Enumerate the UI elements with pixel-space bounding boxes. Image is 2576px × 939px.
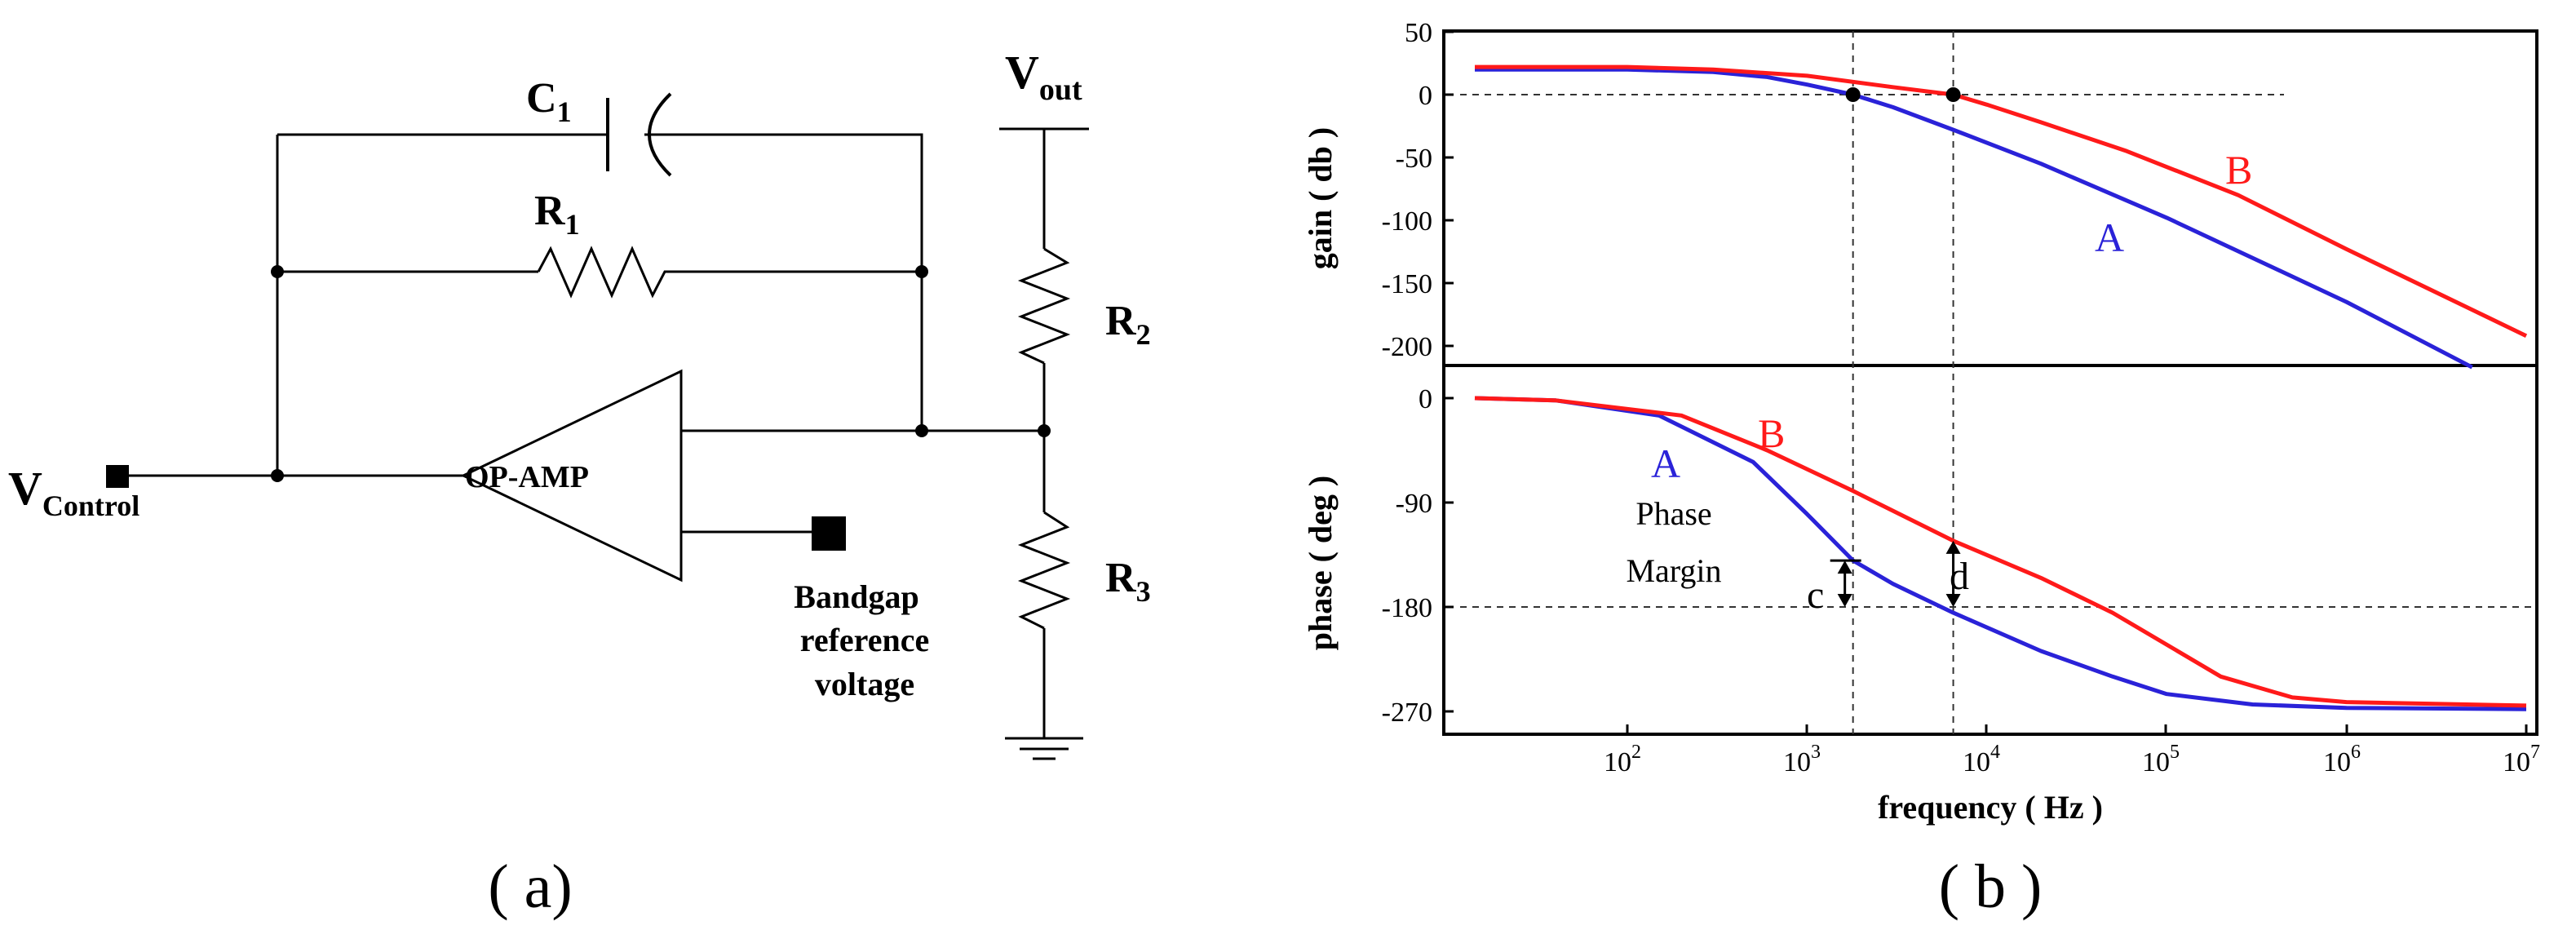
phase-series-a <box>1474 396 2527 711</box>
gain-axis-label: gain ( db ) <box>1302 127 1339 270</box>
svg-text:R3: R3 <box>1105 555 1151 608</box>
svg-text:Vout: Vout <box>1005 46 1082 107</box>
c1-feedback-wire <box>276 133 923 476</box>
c1-label: C <box>526 75 557 122</box>
opamp-triangle <box>460 369 683 582</box>
gain-tick-label: 50 <box>1405 18 1432 48</box>
x-tick-label: 103 <box>1783 742 1821 777</box>
node-dot <box>271 265 284 278</box>
svg-text:C1: C1 <box>526 75 572 128</box>
phase-tick-label: -180 <box>1382 593 1432 623</box>
gain-gridlines <box>1460 31 2284 734</box>
circuit-labels: C1 R1 R2 R3 Vout VControl OP-AMP Bandgap… <box>8 46 1151 921</box>
r1-label: R <box>534 188 566 234</box>
crossover-a-dot <box>1845 87 1861 102</box>
x-tick-label: 107 <box>2503 742 2540 777</box>
r3-label: R <box>1105 555 1137 601</box>
gain-series <box>1475 64 2528 370</box>
crossover-b-dot <box>1945 87 1961 102</box>
vout-terminal-line <box>999 127 1089 249</box>
vcontrol-terminal <box>106 465 129 488</box>
caption-b: ( b ) <box>1939 853 2043 921</box>
capacitor-c1-curved-plate <box>648 92 672 177</box>
phase-y-ticks: 0 -90 -180 -270 <box>1382 384 1454 728</box>
x-axis-ticks: 102 103 104 105 106 107 <box>1604 724 2540 777</box>
marker-d-arrow-head-up <box>1945 540 1961 554</box>
annotations <box>1830 87 1961 607</box>
x-tick-label: 102 <box>1604 742 1641 777</box>
gain-tick-label: -150 <box>1382 269 1432 299</box>
svg-text:R2: R2 <box>1105 298 1151 351</box>
resistor-r2 <box>1017 247 1071 365</box>
resistor-r3 <box>1017 511 1071 630</box>
vcontrol-label: V <box>8 462 42 515</box>
r2-label: R <box>1105 298 1137 344</box>
node-dot <box>915 265 928 278</box>
vout-subscript: out <box>1039 73 1082 107</box>
phase-margin-line1: Phase <box>1635 495 1711 532</box>
marker-d-arrow-head-down <box>1945 594 1961 607</box>
phase-margin-line2: Margin <box>1626 552 1721 589</box>
phase-label-b: B <box>1758 410 1785 456</box>
r1-subscript: 1 <box>565 208 580 241</box>
caption-a: ( a) <box>488 853 572 921</box>
circuit-nodes <box>106 265 1051 551</box>
gain-series-a <box>1475 67 2473 370</box>
gain-tick-label: -50 <box>1396 144 1432 174</box>
r3-subscript: 3 <box>1136 575 1151 608</box>
phase-series-b <box>1474 396 2527 708</box>
gain-tick-label: -100 <box>1382 206 1432 237</box>
gain-label-a: A <box>2095 215 2124 260</box>
phase-tick-label: -90 <box>1396 489 1432 519</box>
r2-subscript: 2 <box>1136 318 1151 351</box>
phase-axis-label: phase ( deg ) <box>1302 476 1339 650</box>
opamp-label: OP-AMP <box>465 460 589 494</box>
gain-y-ticks: 50 0 -50 -100 -150 -200 <box>1382 18 1454 362</box>
marker-d-label: d <box>1950 555 1969 598</box>
phase-plot-frame <box>1442 364 2538 736</box>
svg-text:VControl: VControl <box>8 462 139 522</box>
gain-label-b: B <box>2225 147 2252 193</box>
gain-tick-label: 0 <box>1419 81 1432 111</box>
node-dot <box>1038 424 1051 437</box>
phase-series <box>1474 396 2527 711</box>
bandgap-label-line3: voltage <box>815 666 914 702</box>
bandgap-terminal <box>812 516 846 551</box>
vcontrol-subscript: Control <box>42 489 139 522</box>
phase-label-a: A <box>1651 441 1680 486</box>
phase-tick-label: -270 <box>1382 698 1432 728</box>
node-dot <box>271 469 284 482</box>
vout-label: V <box>1005 46 1039 99</box>
gain-series-b <box>1475 64 2528 338</box>
phase-tick-label: 0 <box>1419 384 1432 414</box>
x-tick-label: 104 <box>1963 742 2000 777</box>
node-dot <box>915 424 928 437</box>
marker-c-arrow-head-down <box>1837 594 1852 607</box>
x-tick-label: 106 <box>2323 742 2361 777</box>
resistor-r1 <box>537 246 677 299</box>
marker-c-arrow-head-up <box>1837 560 1852 574</box>
frequency-axis-label: frequency ( Hz ) <box>1878 789 2103 826</box>
bandgap-label-line1: Bandgap <box>794 578 918 615</box>
x-tick-label: 105 <box>2142 742 2180 777</box>
circuit-diagram <box>122 92 1089 760</box>
marker-c-label: c <box>1807 574 1824 617</box>
svg-text:R1: R1 <box>534 188 580 241</box>
bandgap-label-line2: reference <box>800 622 929 658</box>
c1-subscript: 1 <box>557 95 572 128</box>
gain-tick-label: -200 <box>1382 332 1432 362</box>
